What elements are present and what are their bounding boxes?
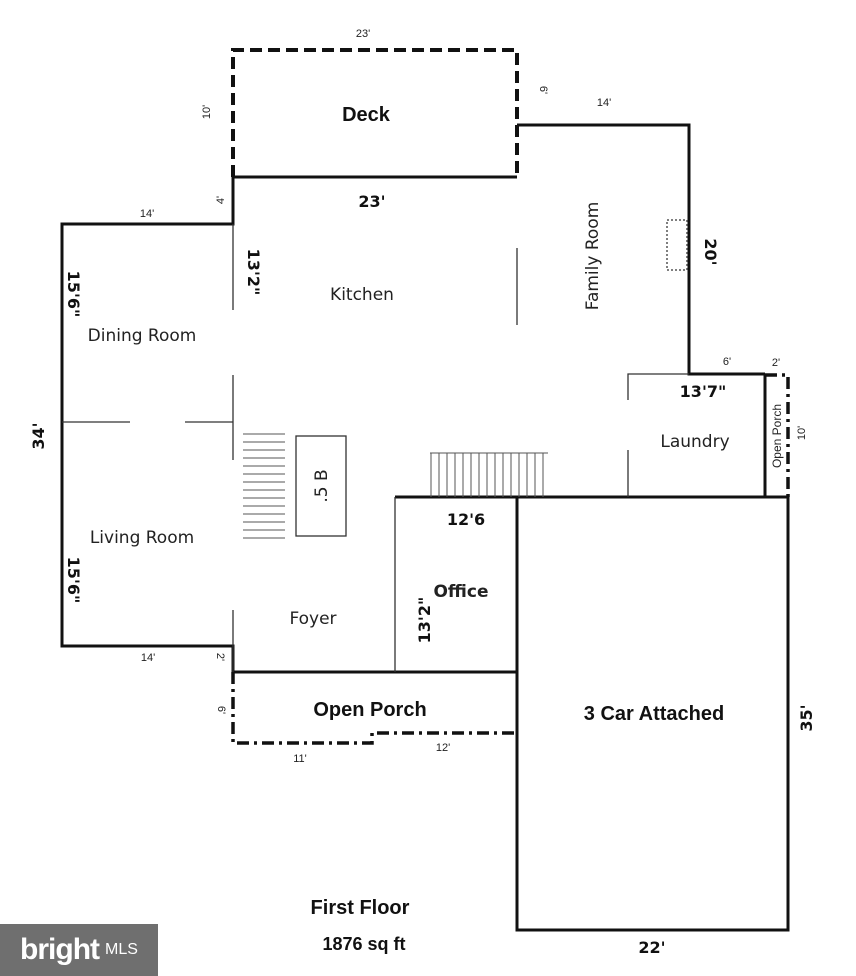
bright-mls-logo: bright MLS [0,924,158,976]
dim-deck-right: 6' [537,86,549,94]
dim-deck-left: 10' [201,105,213,119]
room-kitchen: Kitchen [330,285,394,305]
dim-garage-right: 35' [797,704,816,731]
room-front-porch: Open Porch [313,699,426,721]
plan-title: First Floor [311,897,410,919]
fireplace-icon [666,219,688,271]
dim-office-height: 13'2" [415,597,434,644]
front-porch-outline [231,672,517,745]
dim-living-bottom: 14' [141,652,155,664]
dim-overall-left: 34' [29,422,48,449]
dim-kitchen-left: 4' [215,196,227,204]
room-foyer: Foyer [289,609,336,629]
dim-kitchen-height: 13'2" [244,249,263,296]
half-bath [295,435,347,537]
dim-living-left: 15'6" [64,557,83,604]
deck-outline [231,48,519,177]
logo-brand: bright [20,933,100,966]
dim-laundry-top: 6' [723,356,731,368]
dim-porch-left: 6' [215,706,227,714]
room-laundry: Laundry [660,432,729,452]
dim-family-right: 20' [701,238,720,265]
room-deck: Deck [342,104,391,126]
dim-office-width: 12'6 [447,510,485,529]
dim-laundry-width: 13'7" [680,382,727,401]
family-room-wall [517,123,765,376]
dim-side-porch-top: 2' [772,357,780,369]
side-porch-outline [765,373,790,497]
dim-dining-top: 14' [140,208,154,220]
room-garage: 3 Car Attached [584,703,724,725]
room-office: Office [433,582,488,602]
dim-garage-bottom: 22' [638,938,665,957]
room-dining: Dining Room [88,326,197,346]
dim-side-porch-right: 10' [796,426,808,440]
dim-deck-bottom: 23' [358,192,385,211]
dim-foyer-step: 2' [214,653,226,661]
dim-deck-top: 23' [356,28,370,40]
logo-suffix: MLS [105,941,138,958]
interior-walls [62,224,689,672]
stairs-left [243,433,285,539]
stairs-right [430,452,548,497]
room-side-porch: Open Porch [770,404,784,468]
dim-porch-bottom-right: 12' [436,742,450,754]
room-living: Living Room [90,528,194,548]
plan-area: 1876 sq ft [322,934,405,954]
dim-family-top: 14' [597,97,611,109]
dim-porch-bottom-left: 11' [293,753,307,765]
dim-dining-left: 15'6" [64,271,83,318]
room-half-bath: .5 B [312,469,332,502]
room-family: Family Room [583,202,603,311]
